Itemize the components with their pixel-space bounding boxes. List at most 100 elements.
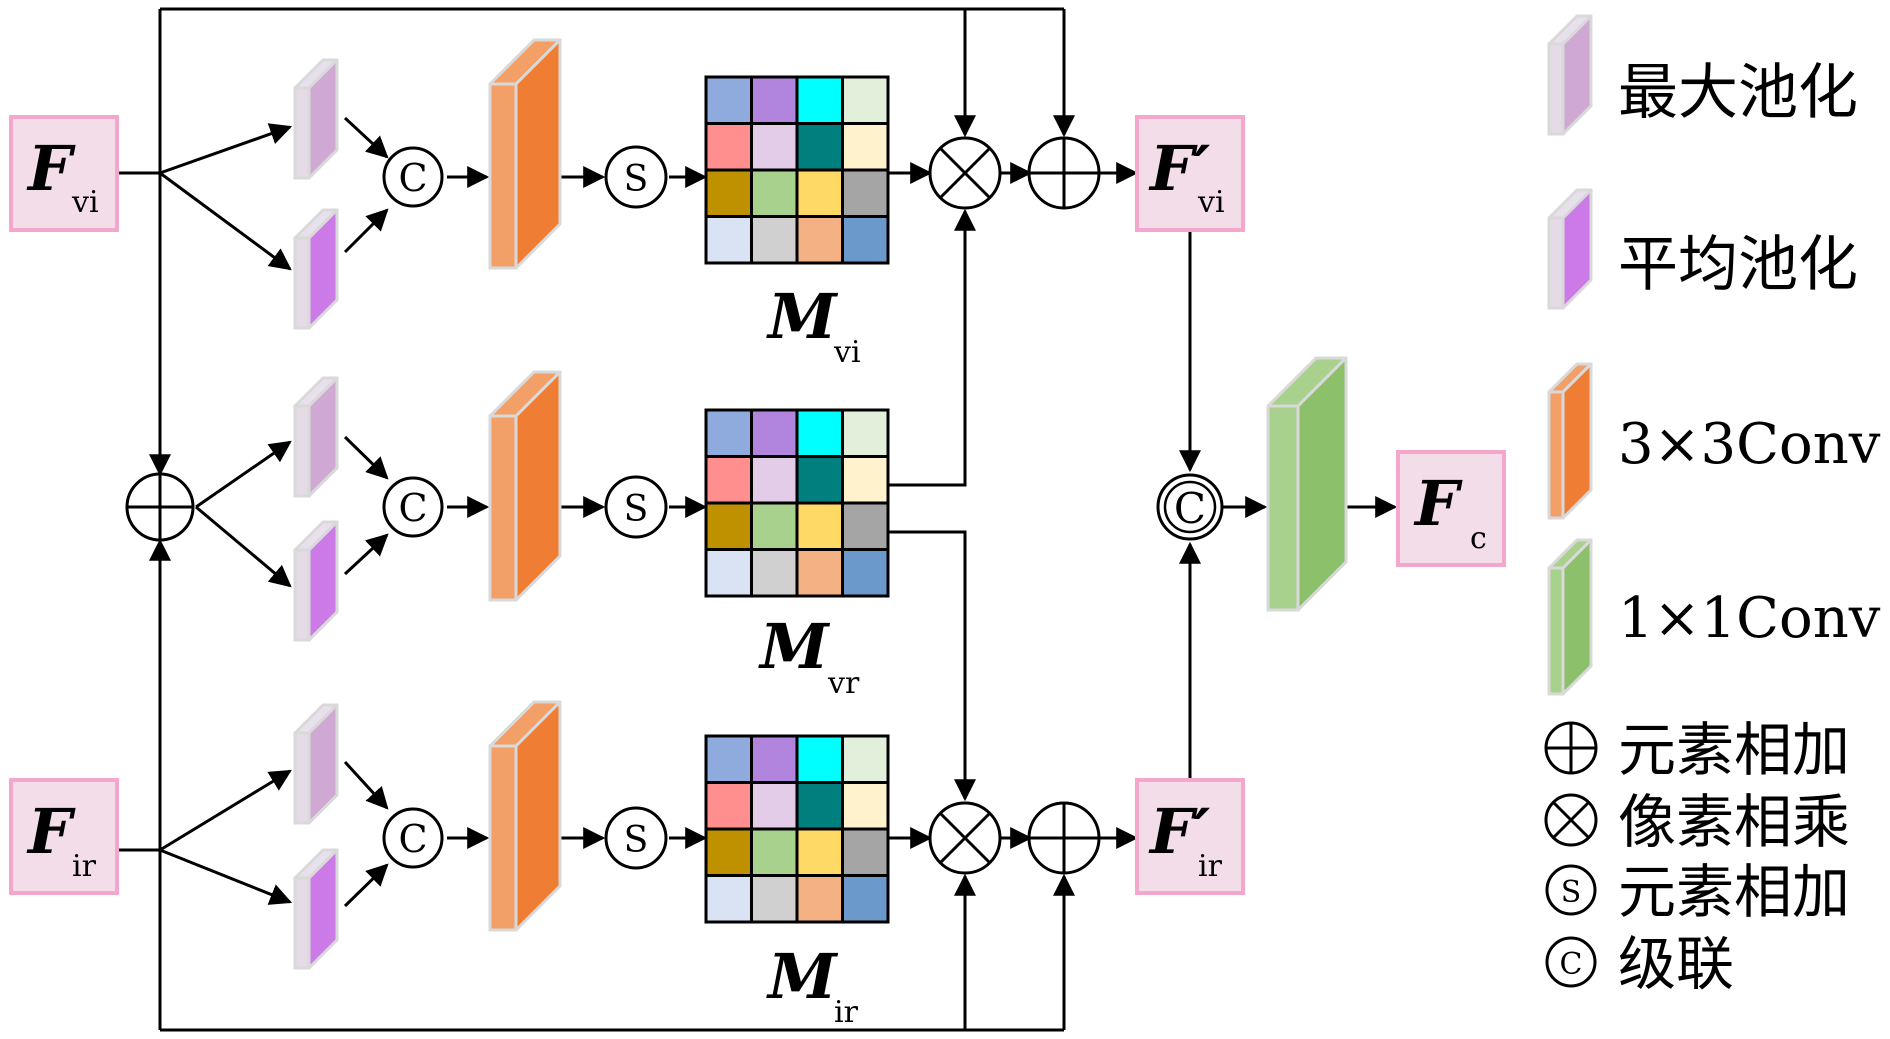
legend-multiply-icon: [1544, 793, 1598, 847]
matrix-m-vi-cell: [750, 122, 799, 172]
matrix-m-ir-cell: [841, 781, 890, 831]
matrix-m-vr-cell: [795, 455, 844, 505]
bot-avg-pool: [293, 848, 339, 970]
matrix-m-vi-cell: [704, 168, 753, 218]
svg-text:M: M: [766, 940, 839, 1013]
matrix-m-vi-cell: [795, 168, 844, 218]
matrix-m-vr-cell: [704, 548, 753, 598]
legend-concat-label: 级联: [1618, 930, 1734, 998]
svg-text:F′: F′: [1148, 795, 1210, 868]
legend-max-pool-label: 最大池化: [1618, 58, 1858, 128]
legend-conv3-label: 3×3Conv: [1618, 412, 1881, 477]
svg-text:S: S: [1561, 875, 1582, 910]
svg-text:C: C: [398, 156, 427, 200]
top-avg-pool: [293, 208, 339, 330]
concat-symbol-bot: C: [382, 807, 444, 869]
legend-conv1-label: 1×1Conv: [1618, 586, 1881, 651]
mid-conv3-block: [488, 370, 562, 602]
conv1-block: [1266, 356, 1348, 612]
svg-text:vi: vi: [1197, 185, 1225, 220]
fir-to-avgpool: [159, 848, 293, 905]
legend-concat-icon: C: [1545, 936, 1597, 988]
matrix-m-vr-cell: [841, 501, 890, 551]
svg-text:ir: ir: [834, 995, 859, 1030]
legend-conv3-icon: [1547, 362, 1593, 520]
fvi-to-avgpool: [159, 171, 292, 271]
svg-text:F′: F′: [1148, 132, 1210, 205]
mid-to-avgpool: [195, 505, 292, 588]
mid-to-maxpool: [195, 440, 292, 509]
multiply-symbol-top: [928, 136, 1002, 210]
matrix-m-vr-cell: [704, 455, 753, 505]
m-vr-label: M vr: [758, 610, 860, 701]
matrix-m-ir-cell: [795, 781, 844, 831]
legend-softmax-label: 元素相加: [1618, 858, 1850, 926]
legend-multiply-label: 像素相乘: [1618, 788, 1850, 856]
softmax-symbol-top: S: [604, 145, 668, 209]
svg-text:S: S: [624, 489, 649, 530]
matrix-m-ir-cell: [704, 734, 753, 784]
legend-max-pool-icon: [1547, 14, 1593, 136]
mid-avg-pool: [293, 520, 339, 642]
matrix-m-ir-cell: [795, 874, 844, 924]
legend-blocks: [1547, 14, 1593, 696]
matrix-m-ir-cell: [795, 734, 844, 784]
legend-avg-pool-icon: [1547, 188, 1593, 310]
svg-text:vr: vr: [827, 666, 860, 701]
svg-text:S: S: [624, 159, 649, 200]
m-vi-label: M vi: [766, 280, 861, 370]
matrix-m-vr-cell: [841, 548, 890, 598]
fir-to-maxpool: [159, 769, 292, 852]
concat-symbol-mid: C: [382, 476, 444, 538]
matrix-m-vi-cell: [841, 215, 890, 265]
svg-text:c: c: [1470, 521, 1487, 556]
matrix-m-ir-cell: [750, 781, 799, 831]
attention-matrices: [704, 75, 890, 924]
add-symbol-bot: [1027, 801, 1101, 875]
svg-text:C: C: [398, 817, 427, 861]
concat-symbol-top: C: [382, 146, 444, 208]
matrix-m-vi-cell: [841, 122, 890, 172]
matrix-m-vi-cell: [750, 75, 799, 125]
svg-text:M: M: [766, 280, 839, 353]
svg-text:F: F: [26, 795, 76, 868]
svg-text:ir: ir: [72, 849, 97, 884]
bot-max-to-concat: [343, 760, 389, 810]
bot-conv3-block: [488, 700, 562, 932]
mid-avg-to-concat: [343, 533, 389, 576]
matrix-m-vr-cell: [750, 548, 799, 598]
matrix-m-vr-cell: [841, 408, 890, 458]
svg-text:M: M: [758, 610, 831, 683]
f-ir-box: F ir: [9, 778, 119, 895]
add-symbol-top: [1027, 136, 1101, 210]
connector-lines: [117, 7, 1398, 1032]
softmax-symbol-bot: S: [604, 806, 668, 870]
matrix-m-vr-cell: [750, 501, 799, 551]
m-ir-label: M ir: [766, 940, 859, 1030]
add-symbol-mid-left: [125, 472, 195, 542]
svg-text:C: C: [398, 486, 427, 530]
bot-max-pool: [293, 703, 339, 825]
feature-boxes: F vi F ir F′ vi F′ ir F c: [9, 115, 1506, 895]
fvi-to-maxpool: [159, 123, 293, 175]
f-ir-prime-box: F′ ir: [1135, 778, 1245, 895]
f-c-box: F c: [1396, 450, 1506, 567]
matrix-m-vi-cell: [795, 215, 844, 265]
top-avg-to-concat: [343, 208, 389, 254]
matrix-m-vi-cell: [750, 168, 799, 218]
softmax-symbol-mid: S: [604, 475, 668, 539]
operator-symbols: C C C S S S: [125, 136, 1224, 875]
top-max-pool: [293, 58, 339, 180]
matrix-m-ir-cell: [704, 874, 753, 924]
matrix-m-vi-cell: [795, 122, 844, 172]
f-vi-box: F vi: [9, 115, 119, 232]
matrix-m-ir-cell: [750, 874, 799, 924]
mid-max-to-concat: [343, 435, 389, 480]
svg-text:vi: vi: [71, 185, 99, 220]
matrix-m-vi-cell: [704, 75, 753, 125]
concat-symbol-final: C: [1156, 473, 1224, 541]
matrix-m-ir: [704, 734, 890, 924]
legend-avg-pool-label: 平均池化: [1618, 230, 1858, 300]
svg-text:S: S: [624, 820, 649, 861]
